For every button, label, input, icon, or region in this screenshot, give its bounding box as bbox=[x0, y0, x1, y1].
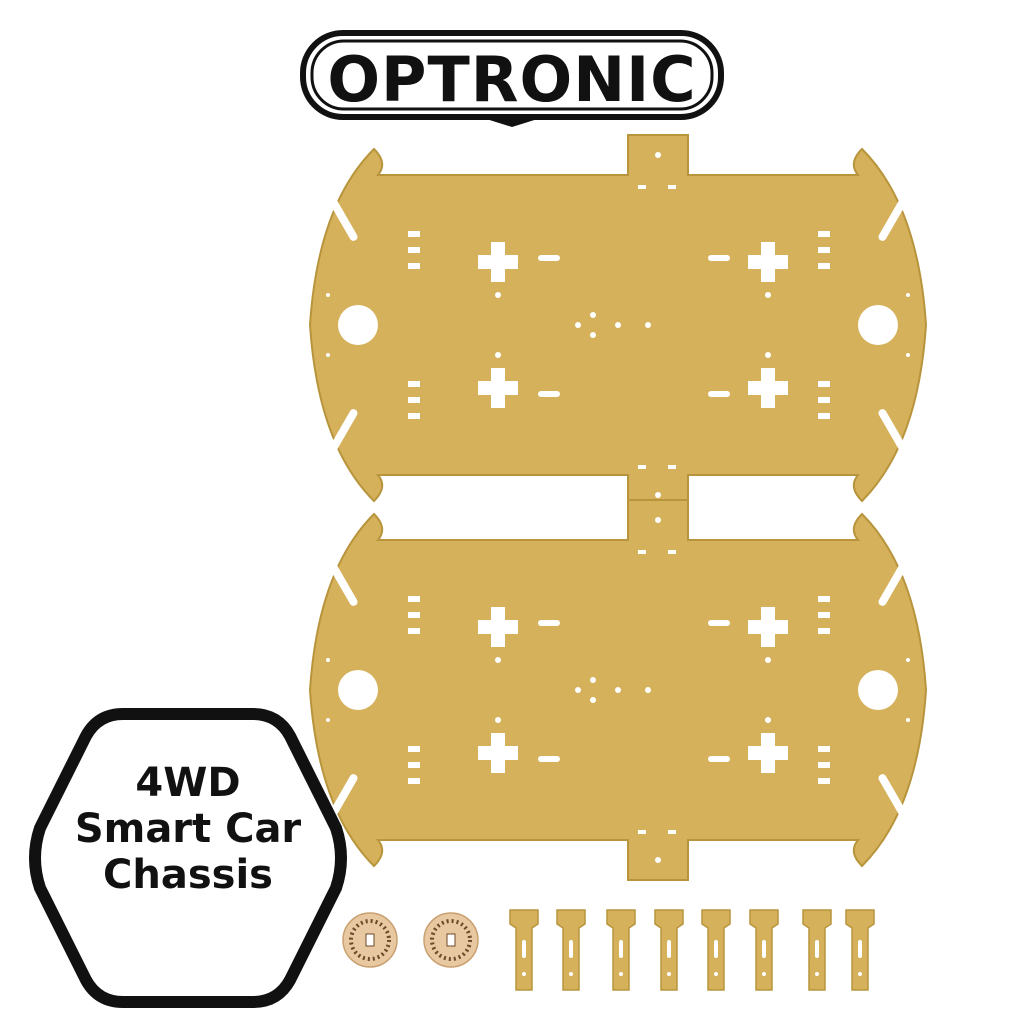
badge-line-3: Chassis bbox=[103, 852, 273, 898]
motor-bracket bbox=[701, 909, 731, 991]
badge-line-2: Smart Car bbox=[74, 806, 302, 852]
brand-logo: OPTRONIC bbox=[300, 30, 724, 128]
motor-bracket bbox=[845, 909, 875, 991]
motor-bracket bbox=[749, 909, 779, 991]
motor-bracket bbox=[509, 909, 539, 991]
motor-bracket bbox=[606, 909, 636, 991]
badge-line-1: 4WD bbox=[135, 760, 241, 806]
chassis-plate-top bbox=[309, 134, 927, 516]
product-badge bbox=[28, 708, 348, 1008]
encoder-disc bbox=[422, 911, 480, 969]
logo-text: OPTRONIC bbox=[327, 42, 697, 116]
encoder-disc bbox=[341, 911, 399, 969]
chassis-plate-bottom bbox=[309, 499, 927, 881]
motor-bracket bbox=[654, 909, 684, 991]
logo-frame bbox=[300, 30, 724, 127]
hexagon-frame bbox=[29, 708, 347, 1008]
badge-text: 4WD Smart Car Chassis bbox=[28, 760, 348, 898]
motor-bracket bbox=[802, 909, 832, 991]
motor-bracket bbox=[556, 909, 586, 991]
